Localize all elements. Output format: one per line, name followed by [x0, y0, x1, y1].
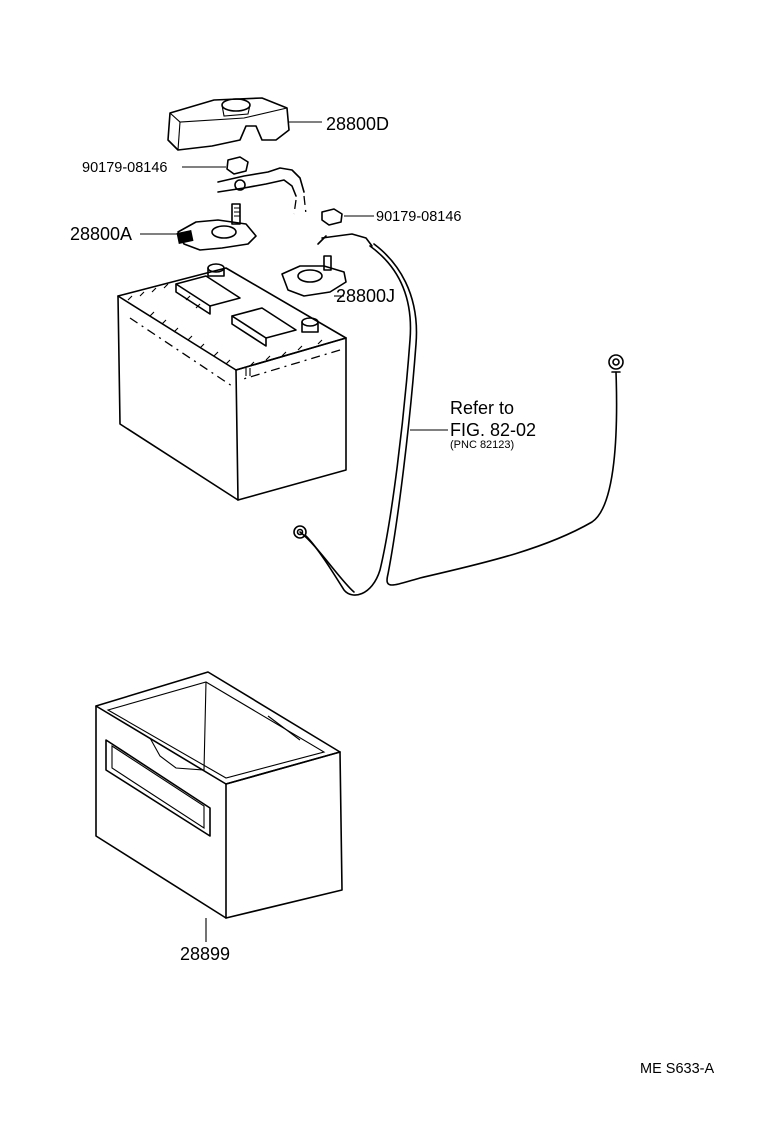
battery-drawing: [117, 263, 347, 501]
cable-lug-drawing: [217, 167, 307, 215]
part-label-nut-right: 90179-08146: [376, 209, 461, 225]
part-label-28800j: 28800J: [336, 286, 395, 306]
reference-line-2: FIG. 82-02: [450, 420, 536, 440]
nut-right-drawing: [321, 208, 374, 226]
part-label-nut-upper: 90179-08146: [82, 160, 167, 176]
terminal-cover-drawing: [167, 97, 322, 151]
cable-harness-drawing: [293, 243, 624, 596]
part-label-28899: 28899: [180, 944, 230, 964]
part-label-28800a: 28800A: [70, 224, 132, 244]
reference-line-3: (PNC 82123): [450, 439, 514, 451]
terminal-clamp-j-drawing: [281, 233, 373, 297]
part-label-28800d: 28800D: [326, 114, 389, 134]
battery-tray-drawing: [95, 671, 343, 942]
terminal-clamp-a-drawing: [140, 203, 257, 251]
nut-upper-drawing: [182, 156, 249, 175]
reference-line-1: Refer to: [450, 398, 514, 418]
figure-code: ME S633-A: [640, 1061, 714, 1077]
